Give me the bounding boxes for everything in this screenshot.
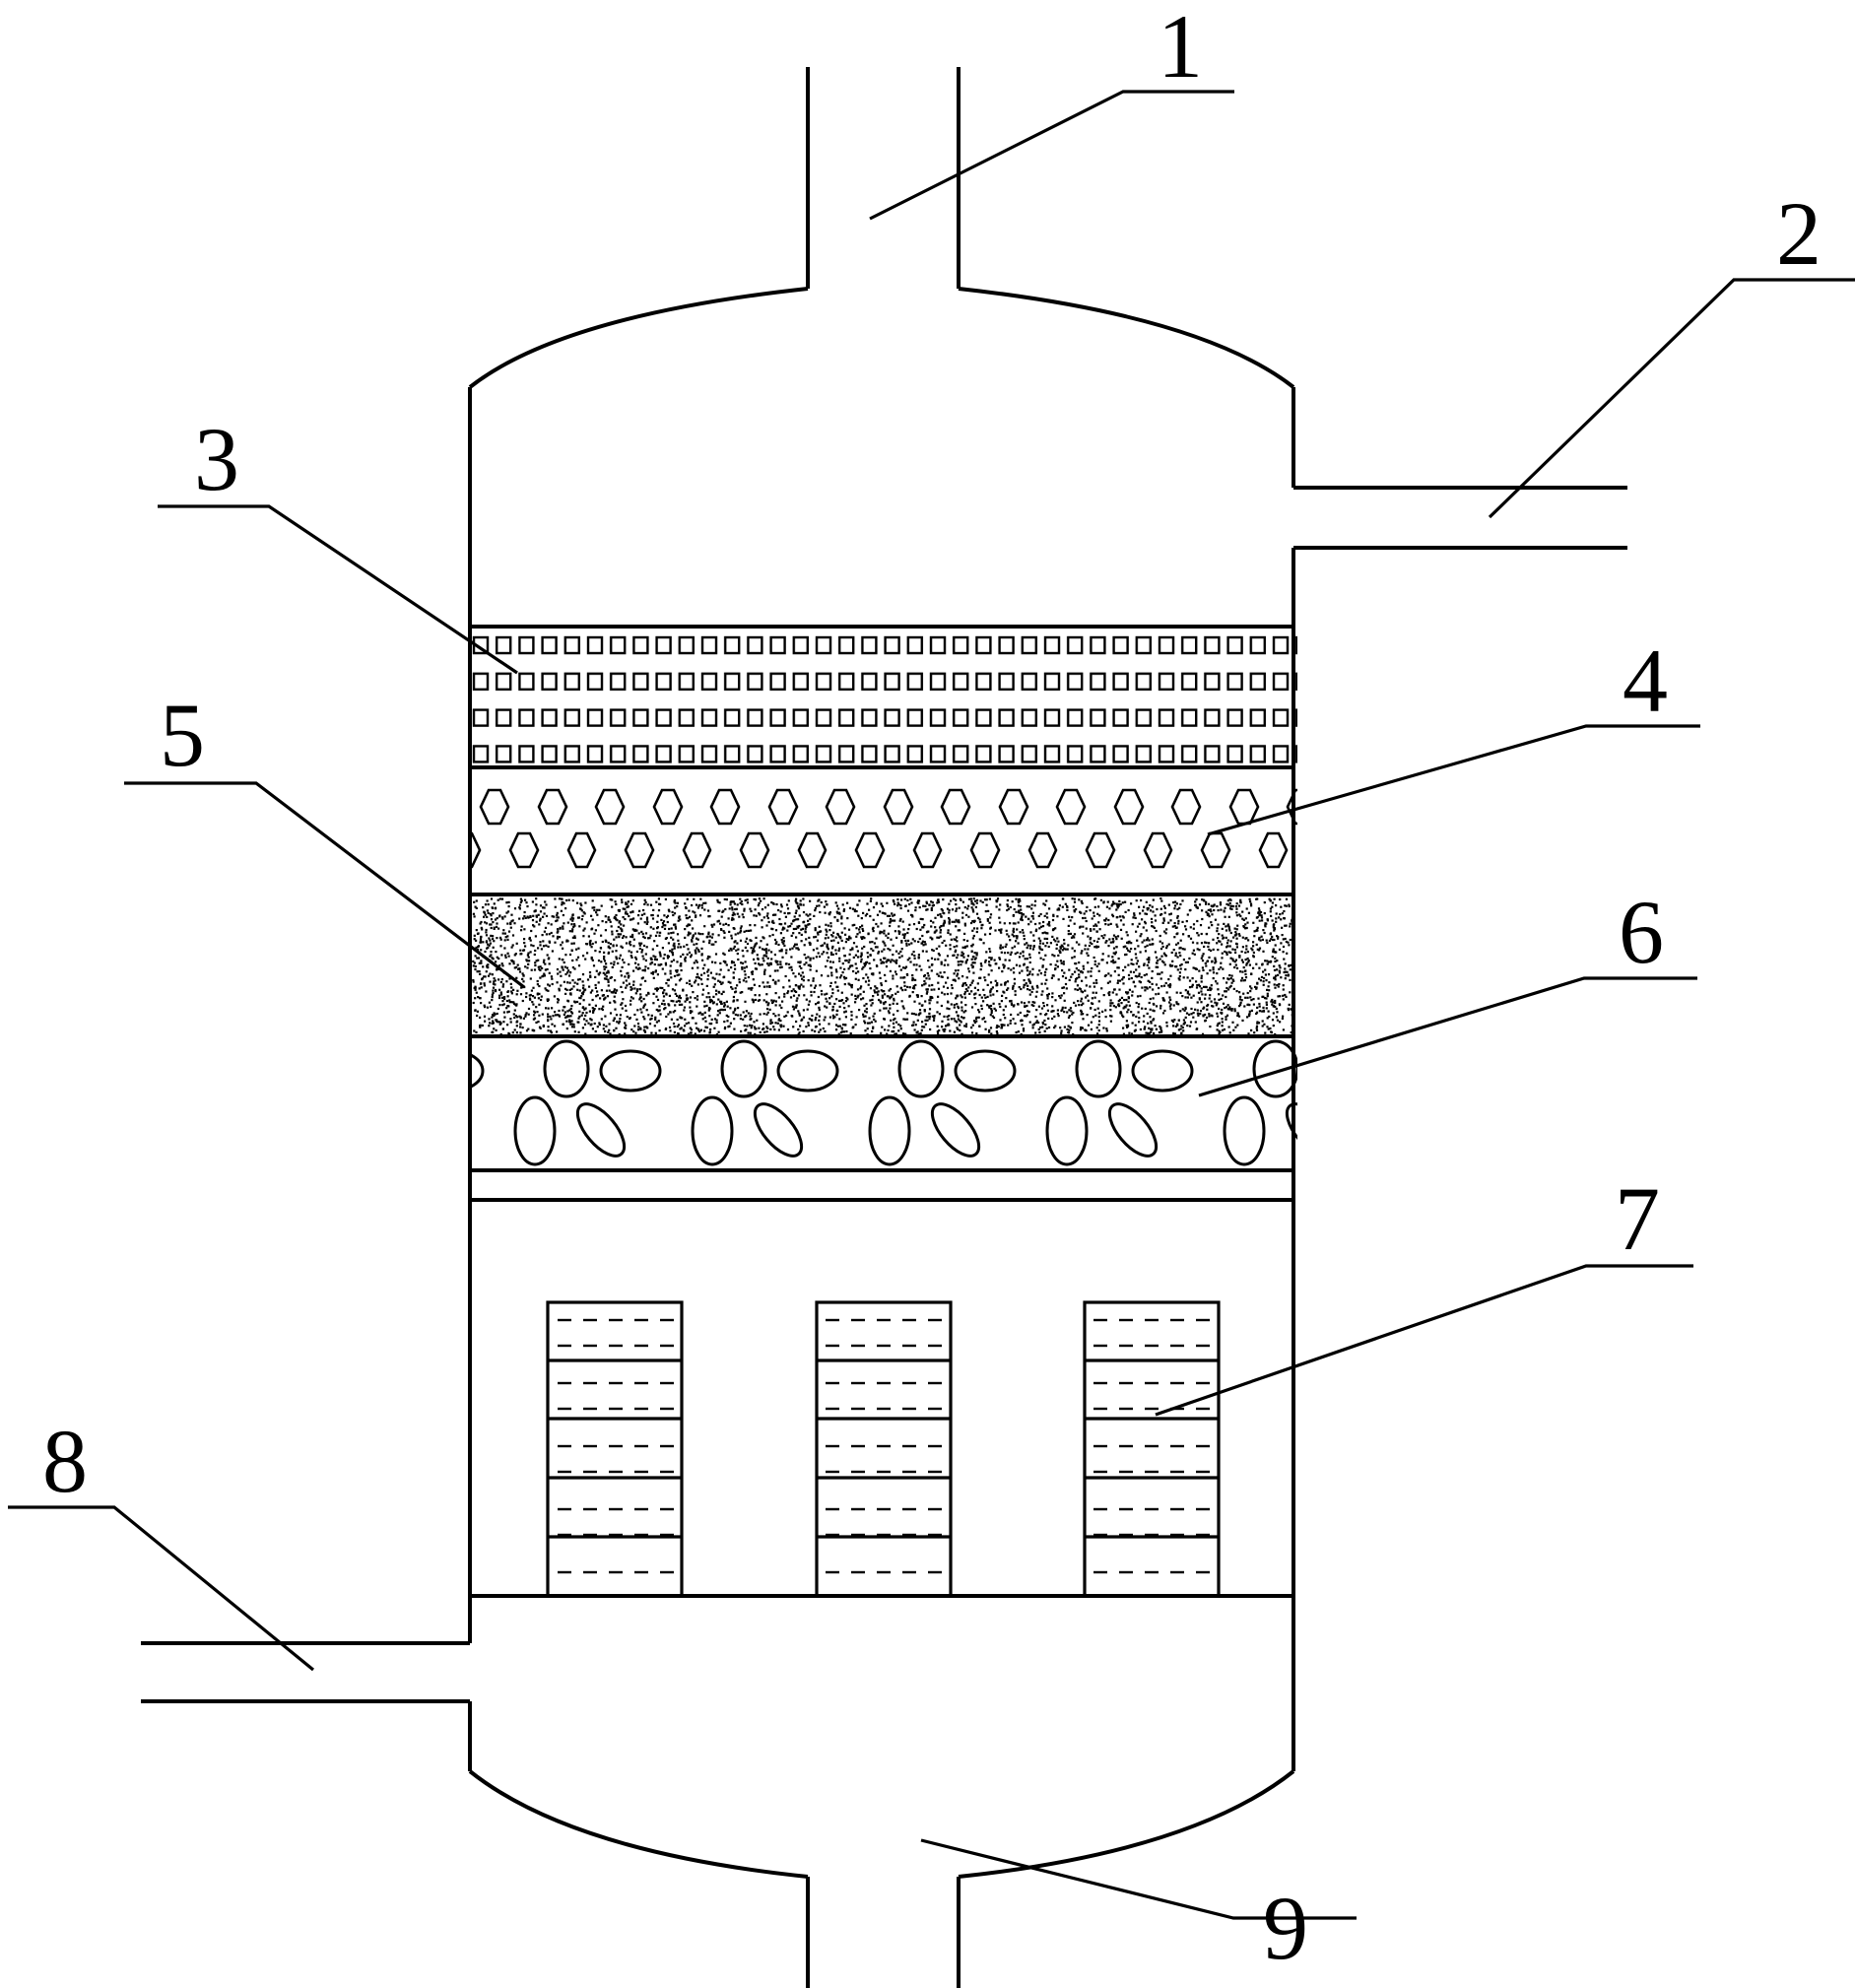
label-1: 1 [1158, 0, 1203, 97]
leader-6 [1198, 976, 1697, 1097]
layer-4-hexagon-packing [470, 768, 1297, 894]
leader-8 [8, 1505, 315, 1672]
label-3: 3 [194, 409, 239, 509]
leader-9 [920, 1838, 1357, 1920]
leader-7 [1155, 1264, 1693, 1417]
leader-5 [124, 781, 525, 989]
module-stack-middle [815, 1300, 953, 1598]
leader-1 [869, 90, 1234, 221]
module-stack-left [546, 1300, 684, 1598]
layer-boundaries [470, 625, 1293, 1598]
label-8: 8 [42, 1411, 88, 1511]
layer-5-granular-packing [472, 897, 1293, 1036]
label-5: 5 [160, 685, 205, 785]
vessel-outline [141, 67, 1627, 1988]
label-6: 6 [1619, 882, 1664, 982]
label-7: 7 [1615, 1168, 1660, 1269]
leader-3 [158, 504, 518, 675]
label-9: 9 [1263, 1878, 1308, 1978]
label-2: 2 [1776, 183, 1822, 284]
callout-labels: 1 2 3 4 5 6 7 8 9 [42, 0, 1822, 1978]
label-4: 4 [1623, 630, 1668, 731]
leader-2 [1488, 278, 1855, 519]
layer-6-oval-packing [470, 1039, 1297, 1167]
leader-lines [8, 90, 1855, 1920]
module-stacks [546, 1300, 1221, 1598]
module-stack-right [1083, 1300, 1221, 1598]
layer-3-square-packing [470, 630, 1297, 766]
leader-4 [1207, 724, 1700, 836]
